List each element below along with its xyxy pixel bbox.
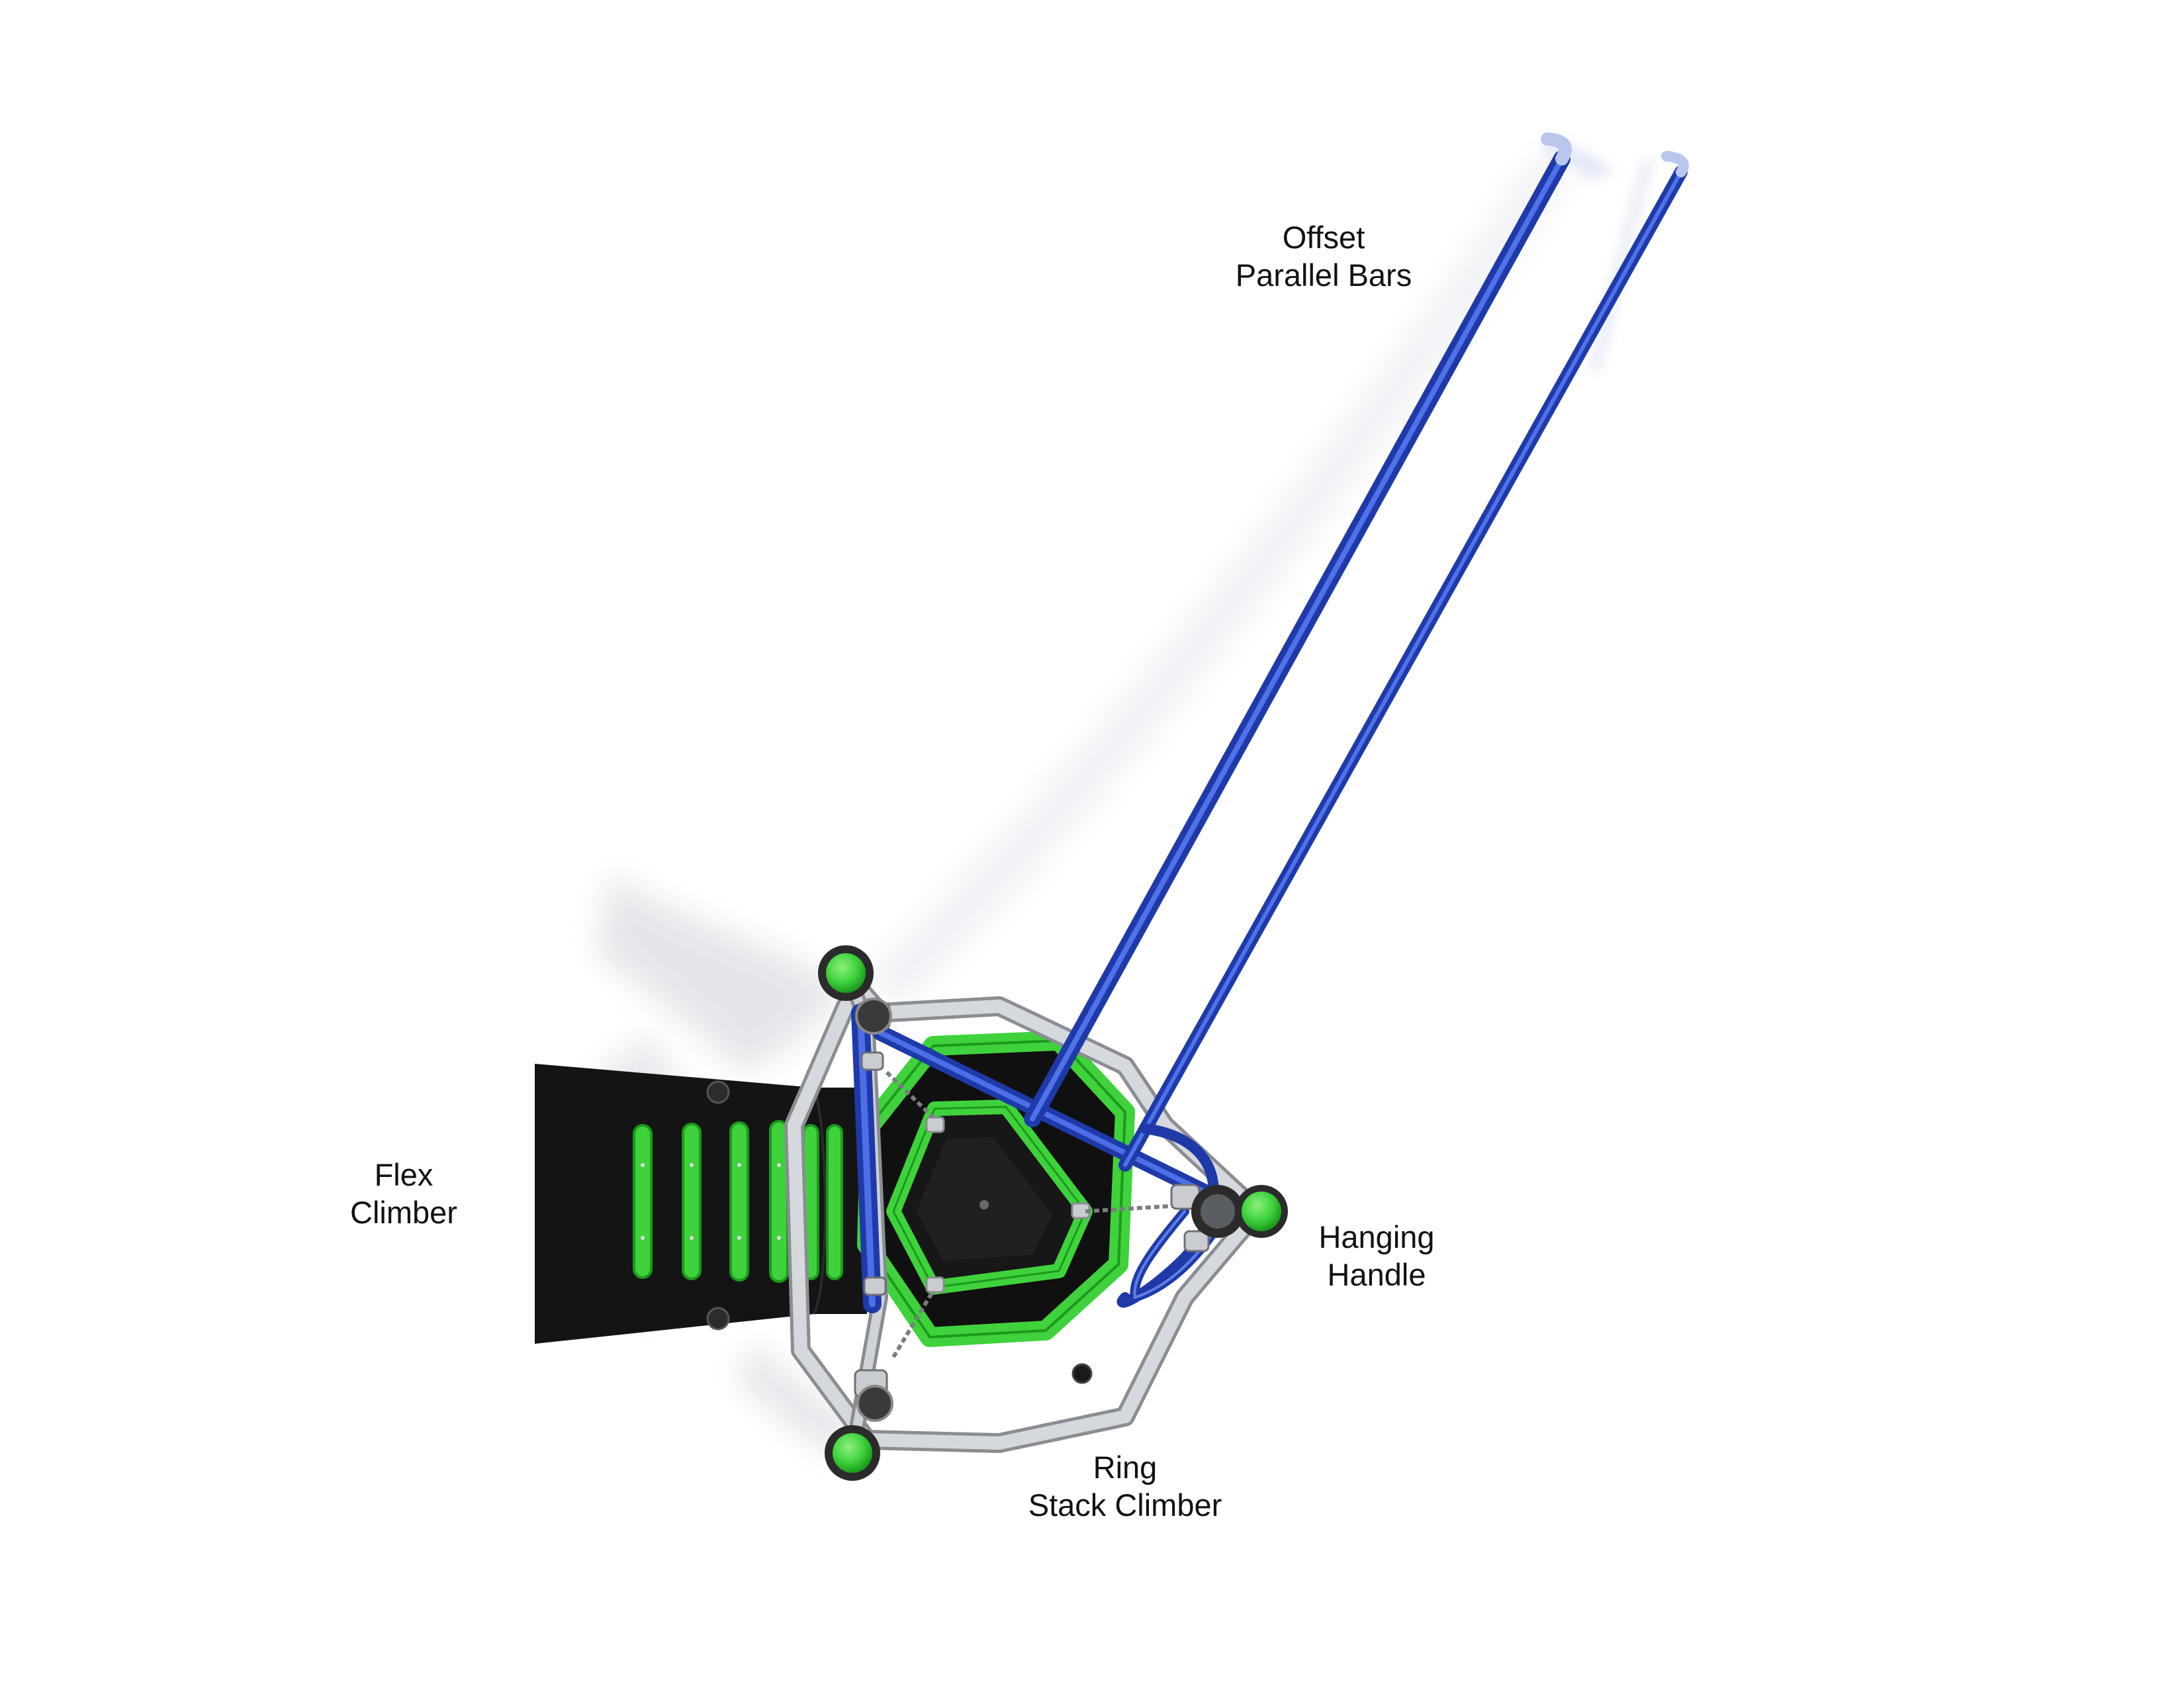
label-offset-parallel-bars-line1: Offset	[1282, 220, 1365, 255]
post-cap-bottom	[825, 1425, 880, 1481]
label-flex-climber-line2: Climber	[350, 1195, 457, 1230]
label-offset-parallel-bars: Offset Parallel Bars	[1178, 218, 1469, 294]
flex-climber-handholds	[633, 1120, 843, 1283]
label-flex-climber-line1: Flex	[374, 1157, 433, 1192]
post-caps	[818, 945, 1288, 1481]
label-hanging-handle-line2: Handle	[1327, 1257, 1426, 1292]
label-ring-stack-climber-line2: Stack Climber	[1028, 1487, 1222, 1523]
label-ring-stack-climber: Ring Stack Climber	[993, 1448, 1257, 1524]
post-cap-top	[818, 945, 874, 1001]
flex-climber	[535, 1064, 867, 1344]
label-offset-parallel-bars-line2: Parallel Bars	[1235, 258, 1412, 293]
label-flex-climber: Flex Climber	[304, 1156, 503, 1231]
label-hanging-handle-line1: Hanging	[1318, 1219, 1435, 1254]
hanging-handle	[1130, 1207, 1219, 1304]
label-hanging-handle: Hanging Handle	[1271, 1218, 1482, 1293]
post-cap-left-bottom	[856, 1385, 893, 1422]
post-cap-left-top	[855, 998, 892, 1035]
post-cap-right	[1191, 1185, 1288, 1238]
label-ring-stack-climber-line1: Ring	[1093, 1450, 1158, 1485]
